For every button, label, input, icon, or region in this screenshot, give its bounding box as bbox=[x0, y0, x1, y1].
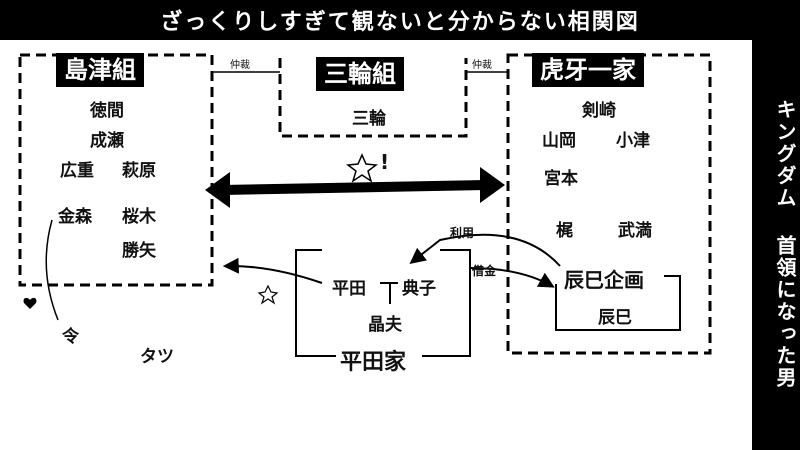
koga-name: 虎牙一家 bbox=[532, 53, 644, 87]
conflict-arrow-right-head bbox=[480, 167, 505, 203]
conflict-arrow-left-head bbox=[205, 172, 230, 208]
member-hirata: 平田 bbox=[332, 279, 366, 299]
tatsumi-bracket bbox=[555, 275, 681, 331]
member-katsuya: 勝矢 bbox=[122, 241, 156, 261]
side-caption: キングダム 首領になった男 bbox=[773, 99, 797, 389]
shimazu-name: 島津組 bbox=[56, 53, 144, 87]
member-naruse: 成瀬 bbox=[90, 131, 124, 151]
use-arrow bbox=[409, 233, 561, 267]
member-noriko: 典子 bbox=[402, 279, 436, 299]
member-miyamoto: 宮本 bbox=[544, 169, 578, 189]
side-bar bbox=[752, 40, 800, 450]
hirata-bracket bbox=[295, 249, 471, 357]
mediate-label-right: 仲裁 bbox=[472, 60, 492, 71]
member-tatsumi: 辰巳 bbox=[598, 308, 632, 328]
debt-arrow bbox=[469, 267, 555, 288]
person-tatsu: タツ bbox=[140, 347, 174, 367]
hirata-to-shimazu-arrow bbox=[222, 257, 323, 284]
sanrin-name: 三輪組 bbox=[316, 57, 404, 91]
shimazu-box bbox=[18, 53, 214, 287]
rei-line bbox=[45, 219, 59, 321]
tatsumi-kikaku-name: 辰巳企画 bbox=[564, 268, 644, 292]
member-yamaoka: 山岡 bbox=[542, 131, 576, 151]
mediate-label-left: 仲裁 bbox=[230, 60, 250, 71]
member-tokuma: 徳間 bbox=[90, 101, 124, 121]
member-hagiwara: 萩原 bbox=[122, 161, 156, 181]
member-sakuragi: 桜木 bbox=[122, 207, 156, 227]
member-kenzaki: 剣崎 bbox=[582, 101, 616, 121]
conflict-arrow bbox=[221, 180, 487, 195]
member-takemitsu: 武満 bbox=[618, 221, 652, 241]
page-title: ざっくりしすぎて観ないと分からない相関図 bbox=[0, 0, 800, 40]
member-hiroshige: 広重 bbox=[60, 161, 94, 181]
member-miwa: 三輪 bbox=[352, 109, 386, 129]
member-kaji: 梶 bbox=[556, 221, 573, 241]
use-label: 利用 bbox=[450, 226, 475, 240]
heart-icon bbox=[23, 297, 37, 309]
debt-label: 借金 bbox=[472, 264, 497, 278]
small-star bbox=[257, 284, 279, 305]
hirata-link bbox=[380, 282, 398, 304]
conflict-exclamation: ! bbox=[380, 150, 390, 174]
member-ozu: 小津 bbox=[616, 131, 650, 151]
hirata-family-name: 平田家 bbox=[340, 350, 407, 375]
sanrin-box bbox=[278, 58, 468, 138]
person-rei: 令 bbox=[62, 327, 79, 347]
member-kanamori: 金森 bbox=[58, 207, 92, 227]
conflict-star bbox=[346, 153, 378, 183]
member-akio: 晶夫 bbox=[368, 315, 402, 335]
